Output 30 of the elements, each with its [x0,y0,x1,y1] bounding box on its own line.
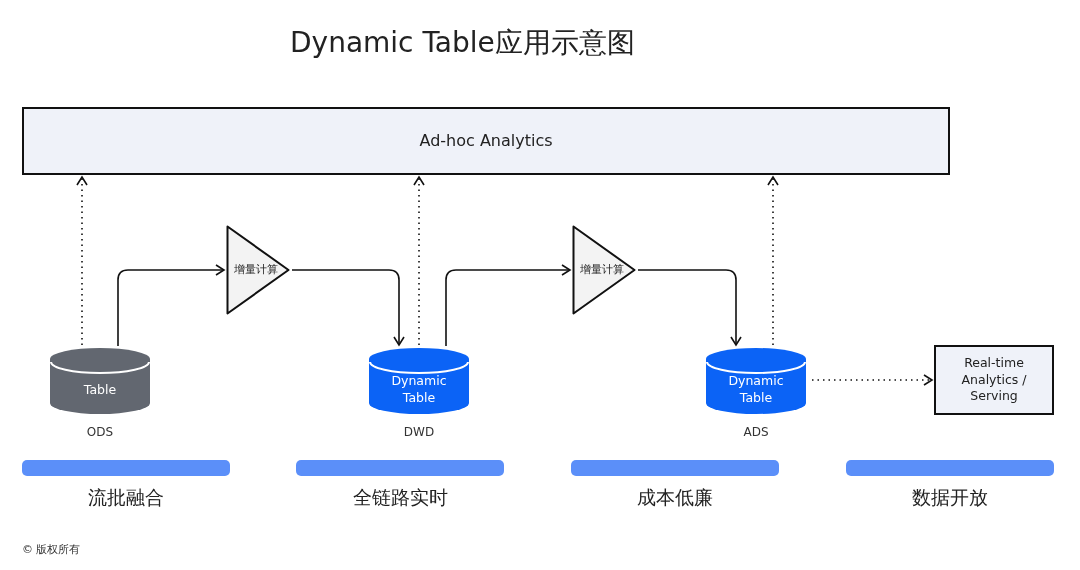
process-box [934,345,1054,415]
feature-label: 全链路实时 [351,485,449,510]
bar [846,460,1054,476]
feature-label: 数据开放 [911,485,989,510]
title: Dynamic Table应用示意图 [290,25,635,61]
arrow [291,269,405,346]
arrow [413,176,425,346]
node-label: Dynamic Table [390,373,448,407]
arrow [445,264,571,347]
bar [571,460,779,476]
node-label: Dynamic Table [727,373,785,407]
node-label: Table [83,381,117,399]
layer-label: DWD [402,425,436,439]
layer-label: ODS [85,425,115,439]
feature-label: 流批融合 [87,485,165,510]
arrow [76,176,88,346]
bar [22,460,230,476]
bar [296,460,504,476]
node-label: 增量计算 [580,262,624,278]
arrow [637,269,742,346]
feature-label: 成本低廉 [636,485,714,510]
arrow [117,264,225,347]
layer-label: ADS [742,425,770,439]
copyright-note: © 版权所有 [22,542,81,557]
process-box [22,107,950,175]
node-label: Real-time Analytics / Serving [960,354,1028,406]
node-label: 增量计算 [234,262,278,278]
node-label: Ad-hoc Analytics [419,130,553,152]
arrow [767,176,779,346]
arrow [811,374,933,386]
